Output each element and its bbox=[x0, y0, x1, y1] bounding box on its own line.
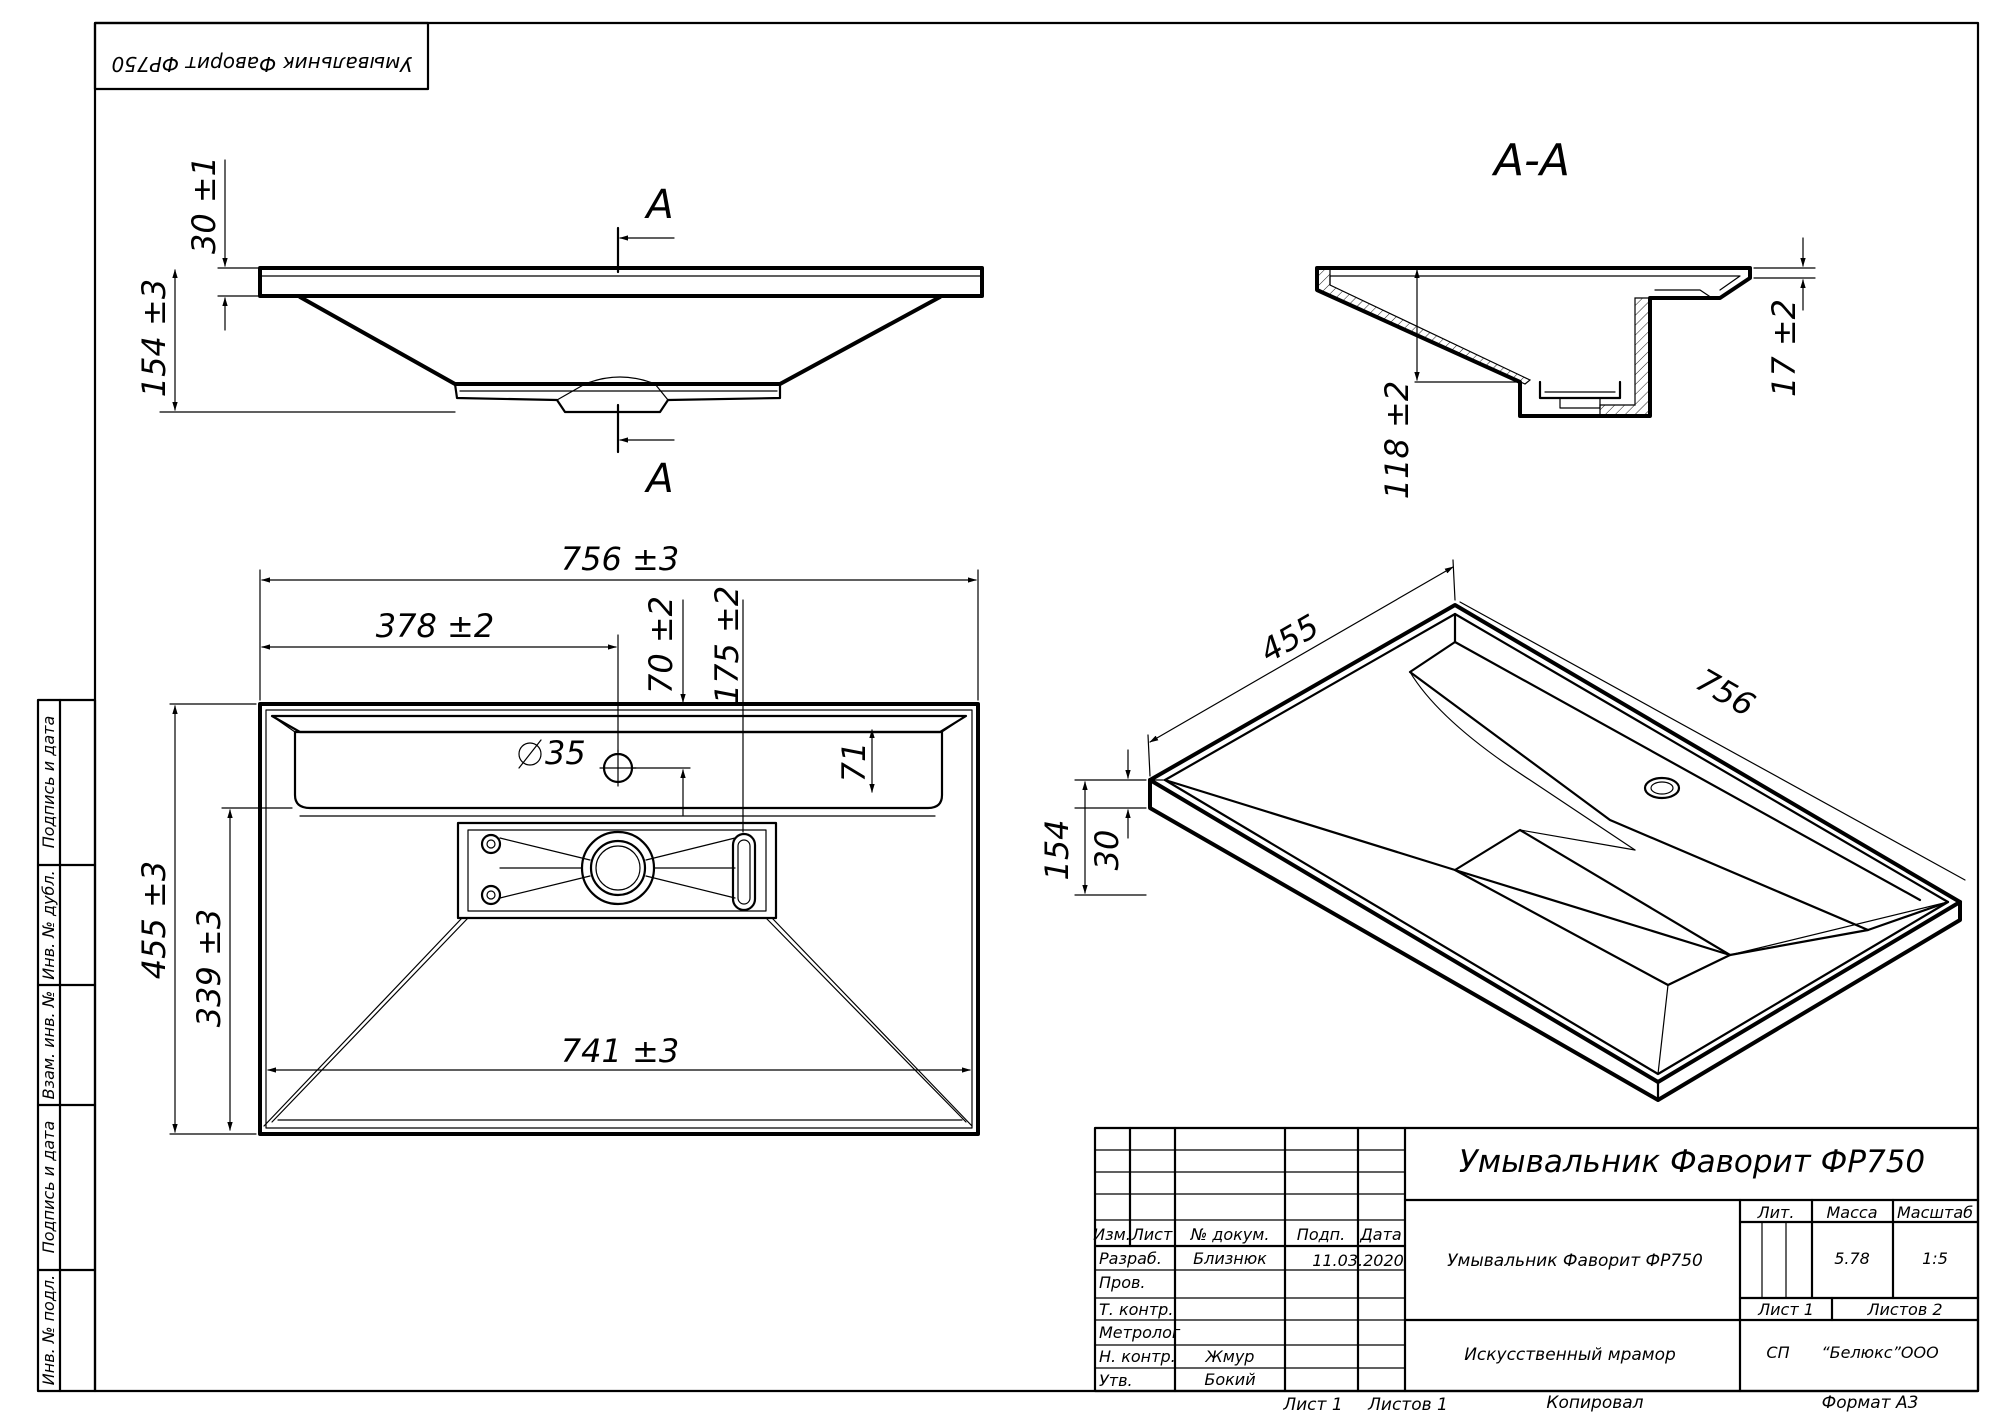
dim-top-756: 756 ±3 bbox=[561, 540, 679, 578]
footer-sheet: Лист 1 bbox=[1282, 1395, 1342, 1414]
footer: Лист 1 Листов 1 Копировал Формат А3 bbox=[1282, 1393, 1918, 1414]
dim-top-741: 741 ±3 bbox=[561, 1032, 679, 1070]
dim-section-17: 17 ±2 bbox=[1765, 299, 1803, 397]
side-stamp-cell: Взам. инв. № bbox=[39, 991, 58, 1100]
tb-role-developer: Разраб. bbox=[1099, 1249, 1162, 1268]
tb-name-approved: Бокий bbox=[1204, 1370, 1255, 1389]
section-view: А-А 17 ±2 118 ±2 bbox=[1315, 135, 1816, 499]
section-title: А-А bbox=[1491, 135, 1570, 186]
footer-format: Формат А3 bbox=[1822, 1393, 1919, 1413]
tb-header-izm: Изм. bbox=[1093, 1225, 1131, 1244]
tb-name-norm-control: Жмур bbox=[1205, 1347, 1255, 1366]
dim-top-175: 175 ±2 bbox=[708, 586, 746, 704]
dim-iso-30: 30 bbox=[1088, 830, 1126, 871]
dim-iso-154: 154 bbox=[1038, 819, 1076, 880]
tb-org-prefix: СП bbox=[1766, 1343, 1789, 1362]
tb-role-tech-control: Т. контр. bbox=[1099, 1300, 1173, 1319]
side-stamp: Подпись и дата Инв. № дубл. Взам. инв. №… bbox=[39, 716, 58, 1385]
dim-iso-455: 455 bbox=[1254, 607, 1326, 670]
footer-copied: Копировал bbox=[1546, 1393, 1643, 1413]
dim-front-30: 30 ±1 bbox=[185, 156, 223, 254]
tb-material: Искусственный мрамор bbox=[1464, 1345, 1676, 1365]
tb-role-approved: Утв. bbox=[1099, 1371, 1133, 1390]
dim-top-339: 339 ±3 bbox=[190, 909, 228, 1027]
tb-name-developer: Близнюк bbox=[1193, 1249, 1267, 1268]
sheet-frame bbox=[36, 21, 1980, 1393]
front-view: А А 30 ±1 154 ±3 bbox=[135, 156, 984, 502]
tb-role-metrologist: Метролог bbox=[1099, 1323, 1181, 1342]
tb-header-doc-no: № докум. bbox=[1190, 1225, 1270, 1244]
tb-header-list: Лист bbox=[1131, 1225, 1173, 1244]
cut-label-a-top: А bbox=[643, 182, 673, 228]
tb-scale-label: Масштаб bbox=[1897, 1203, 1973, 1222]
tb-header-sign: Подп. bbox=[1297, 1225, 1345, 1244]
title-block: Умывальник Фаворит ФР750 Умывальник Фаво… bbox=[1093, 1126, 1980, 1393]
side-stamp-cell: Подпись и дата bbox=[39, 716, 58, 849]
tb-role-checker: Пров. bbox=[1099, 1273, 1146, 1292]
dim-front-154: 154 ±3 bbox=[135, 279, 173, 397]
tb-doc-name: Умывальник Фаворит ФР750 bbox=[1447, 1251, 1703, 1271]
tb-org: “Белюкс”ООО bbox=[1821, 1343, 1938, 1362]
tb-header-date: Дата bbox=[1359, 1225, 1401, 1244]
cut-label-a-bottom: А bbox=[643, 456, 673, 502]
footer-sheets: Листов 1 bbox=[1367, 1395, 1448, 1414]
tb-scale: 1:5 bbox=[1922, 1249, 1948, 1268]
tb-sheet: Лист 1 bbox=[1757, 1300, 1814, 1319]
mirrored-title: Умывальник Фаворит ФР750 bbox=[112, 52, 413, 76]
tb-mass: 5.78 bbox=[1834, 1249, 1870, 1268]
dim-top-378: 378 ±2 bbox=[376, 607, 494, 645]
tb-lit-label: Лит. bbox=[1757, 1203, 1795, 1222]
dim-iso-756: 756 bbox=[1690, 661, 1762, 724]
side-stamp-cell: Инв. № дубл. bbox=[39, 870, 58, 979]
side-stamp-cell: Подпись и дата bbox=[39, 1121, 58, 1254]
dim-top-70: 70 ±2 bbox=[642, 596, 680, 694]
tb-date: 11.03.2020 bbox=[1312, 1251, 1404, 1270]
tb-sheets: Листов 2 bbox=[1866, 1300, 1942, 1319]
dim-section-118: 118 ±2 bbox=[1378, 381, 1416, 499]
dim-top-diameter: 35 bbox=[545, 734, 586, 772]
side-stamp-cell: Инв. № подл. bbox=[39, 1275, 58, 1385]
tb-role-norm-control: Н. контр. bbox=[1099, 1347, 1176, 1366]
tb-product-name: Умывальник Фаворит ФР750 bbox=[1459, 1144, 1925, 1180]
tb-mass-label: Масса bbox=[1826, 1203, 1877, 1222]
top-view: 756 ±3 378 ±2 70 ±2 175 ±2 35 71 455 ±3 … bbox=[135, 540, 980, 1136]
dim-top-455: 455 ±3 bbox=[135, 861, 173, 979]
dim-top-71: 71 bbox=[835, 742, 873, 783]
iso-view: 455 756 30 154 bbox=[1038, 559, 1966, 1102]
